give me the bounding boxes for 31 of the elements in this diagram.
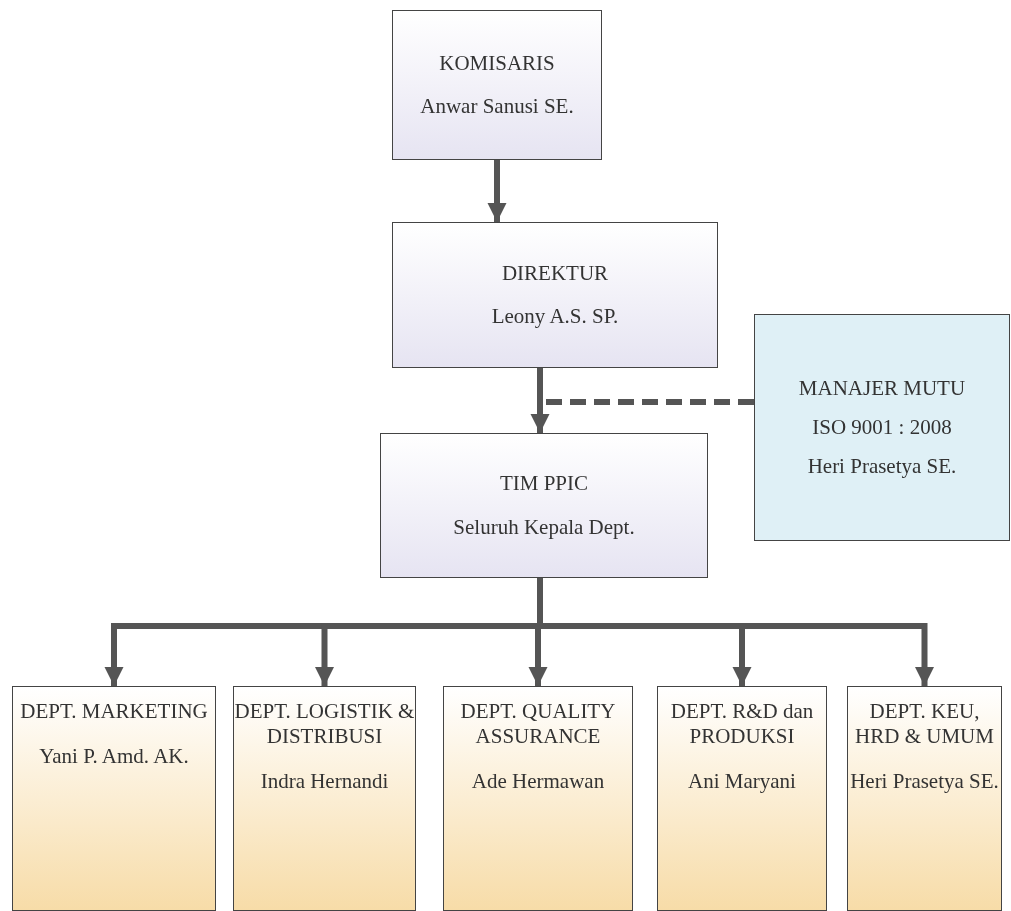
dashed-line (537, 399, 754, 433)
person-name: Leony A.S. SP. (491, 304, 619, 330)
person-name: Heri Prasetya SE. (850, 769, 999, 795)
org-box (380, 433, 708, 578)
person-name: Yani P. Amd. AK. (39, 744, 189, 770)
standard-label: ISO 9001 : 2008 (812, 414, 952, 441)
org-box (392, 222, 718, 368)
org-box (12, 686, 216, 911)
org-box (443, 686, 633, 911)
arrow (487, 160, 507, 222)
org-box (754, 314, 1010, 541)
person-name: Anwar Sanusi SE. (420, 94, 574, 120)
position-title: DEPT. MARKETING (20, 699, 208, 725)
person-name: Heri Prasetya SE. (807, 454, 957, 480)
position-title: KOMISARIS (439, 50, 555, 76)
position-title: DEPT. R&D dan PRODUKSI (669, 699, 815, 750)
position-title: DEPT. LOGISTIK & DISTRIBUSI (234, 699, 415, 750)
position-title: DEPT. QUALITY ASSURANCE (459, 699, 617, 750)
org-box (657, 686, 827, 911)
person-name: Seluruh Kepala Dept. (453, 514, 635, 540)
person-name: Ade Hermawan (471, 769, 605, 795)
arrow (537, 578, 935, 686)
org-box (847, 686, 1002, 911)
position-title: MANAJER MUTU (798, 375, 966, 401)
position-title: DEPT. KEU, HRD & UMUM (854, 699, 995, 750)
person-name: Ani Maryani (688, 769, 796, 795)
org-box (392, 10, 602, 160)
position-title: DIREKTUR (501, 260, 609, 286)
person-name: Indra Hernandi (260, 769, 389, 795)
position-title: TIM PPIC (499, 471, 589, 497)
org-box (233, 686, 416, 911)
